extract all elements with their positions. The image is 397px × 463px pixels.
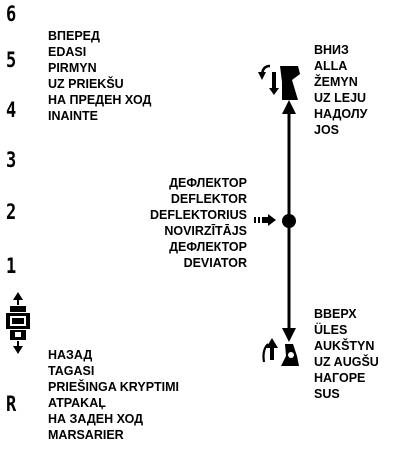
- forward-label: UZ PRIEKŠU: [48, 77, 124, 91]
- reverse-label: TAGASI: [48, 364, 95, 378]
- forward-label: EDASI: [48, 45, 87, 59]
- down-label: JOS: [314, 123, 340, 137]
- deflector-label: DEFLEKTORIUS: [150, 208, 247, 222]
- deflector-center-dot: [282, 214, 296, 228]
- reverse-label: НАЗАД: [48, 348, 93, 362]
- forward-labels: ВПЕРЕД EDASI PIRMYN UZ PRIEKŠU НА ПРЕДЕН…: [48, 28, 151, 124]
- forward-label: ВПЕРЕД: [48, 29, 100, 43]
- up-label: SUS: [314, 387, 340, 401]
- arrow-down-icon: [282, 328, 296, 342]
- gear-2: 2: [6, 200, 17, 225]
- gear-4: 4: [6, 98, 17, 123]
- gear-3: 3: [6, 148, 17, 173]
- down-label: UZ LEJU: [314, 91, 367, 105]
- down-labels: ВНИЗ ALLA ŽEMYN UZ LEJU НАДОЛУ JOS: [314, 42, 367, 138]
- down-label: ŽEMYN: [314, 75, 358, 89]
- up-labels: ВВЕРХ ÜLES AUKŠTYN UZ AUGŠU НАГОРЕ SUS: [314, 306, 397, 402]
- gear-6: 6: [6, 2, 17, 27]
- deflector-label: NOVIRZĪTĀJS: [164, 224, 247, 238]
- reverse-label: MARSARIER: [48, 428, 124, 442]
- arrow-up-icon: [282, 100, 296, 114]
- deflector-labels: ДЕФЛЕКТОР DEFLEKTOR DEFLEKTORIUS NOVIRZĪ…: [100, 175, 247, 271]
- forward-label: PIRMYN: [48, 61, 97, 75]
- deflector-label: ДЕФЛЕКТОР: [169, 176, 247, 190]
- gear-5: 5: [6, 48, 17, 73]
- machine-top-view-icon: [6, 292, 30, 354]
- deflector-label: DEVIATOR: [183, 256, 247, 270]
- up-label: НАГОРЕ: [314, 371, 366, 385]
- reverse-labels: НАЗАД TAGASI PRIEŠINGA KRYPTIMI ATPAKAĻ …: [48, 347, 179, 443]
- down-label: ВНИЗ: [314, 43, 349, 57]
- up-label: AUKŠTYN: [314, 339, 375, 353]
- up-label: UZ AUGŠU: [314, 355, 379, 369]
- pointer-arrow-icon: [254, 214, 276, 226]
- reverse-label: PRIEŠINGA KRYPTIMI: [48, 380, 180, 394]
- down-label: НАДОЛУ: [314, 107, 368, 121]
- down-label: ALLA: [314, 59, 348, 73]
- lever-push-down-icon: [258, 64, 300, 100]
- gear-1: 1: [6, 254, 17, 279]
- lever-pull-up-icon: [262, 338, 299, 366]
- reverse-label: НА ЗАДЕН ХОД: [48, 412, 144, 426]
- reverse-label: ATPAKAĻ: [48, 396, 106, 410]
- deflector-label: ДЕФЛЕКТОР: [169, 240, 247, 254]
- forward-label: НА ПРЕДЕН ХОД: [48, 93, 152, 107]
- up-label: ÜLES: [314, 323, 348, 337]
- gear-r: R: [6, 392, 17, 417]
- up-label: ВВЕРХ: [314, 307, 357, 321]
- forward-label: INAINTE: [48, 109, 98, 123]
- deflector-label: DEFLEKTOR: [170, 192, 247, 206]
